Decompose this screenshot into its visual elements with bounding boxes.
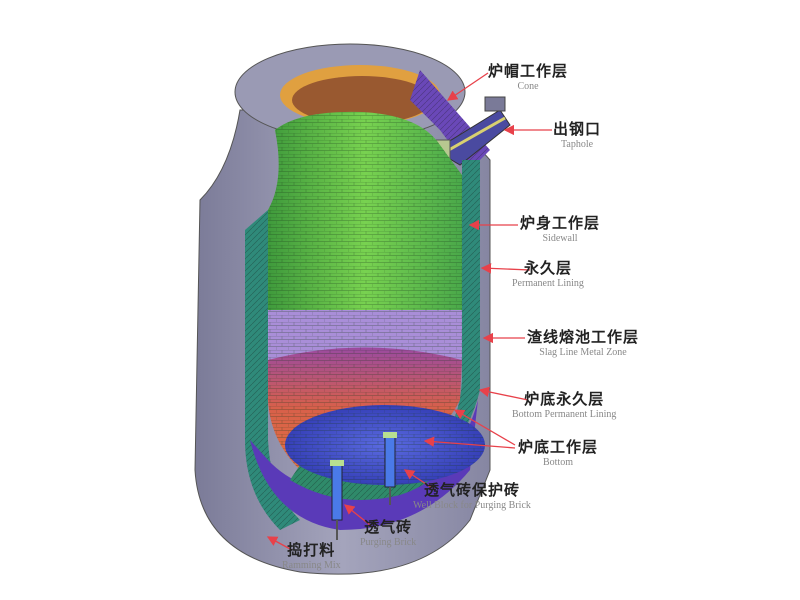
arrow-ramming-mix (266, 536, 293, 551)
arrow-well-block (403, 469, 433, 489)
arrow-permanent (480, 263, 531, 274)
label-taphole: 出钢口 Taphole (553, 122, 601, 150)
label-bottom: 炉底工作层 Bottom (518, 440, 598, 468)
label-en: Ramming Mix (282, 560, 341, 571)
label-en: Sidewall (542, 233, 578, 244)
label-en: Bottom (543, 457, 574, 468)
callout-arrows (266, 72, 552, 551)
purging-brick (384, 436, 396, 488)
label-zh: 炉底工作层 (518, 438, 599, 456)
arrow-cone (446, 72, 489, 101)
label-well-block: 透气砖保护砖 Well Block for Purging Brick (413, 483, 531, 511)
bottom-permanent-lining (250, 400, 478, 530)
label-en: Well Block for Purging Brick (413, 500, 531, 511)
label-zh: 出钢口 (553, 120, 602, 138)
label-zh: 渣线熔池工作层 (527, 328, 640, 346)
arrow-bottom-permanent (478, 386, 529, 401)
label-zh: 炉帽工作层 (488, 62, 569, 80)
label-en: Bottom Permanent Lining (512, 409, 617, 420)
label-zh: 永久层 (523, 259, 572, 277)
label-purging-brick: 透气砖 Purging Brick (360, 520, 416, 548)
label-permanent-lining: 永久层 Permanent Lining (512, 261, 584, 289)
arrow-bottom-2 (423, 436, 516, 449)
label-cone: 炉帽工作层 Cone (488, 64, 568, 92)
label-en: Permanent Lining (512, 278, 584, 289)
label-en: Cone (517, 81, 539, 92)
label-zh: 炉底永久层 (524, 390, 605, 408)
label-en: Slag Line Metal Zone (539, 347, 627, 358)
label-zh: 透气砖保护砖 (423, 481, 520, 499)
arrow-bottom-1 (453, 409, 516, 446)
label-sidewall: 炉身工作层 Sidewall (520, 216, 600, 244)
label-en: Taphole (560, 139, 594, 150)
label-zh: 透气砖 (364, 518, 413, 536)
label-bottom-permanent: 炉底永久层 Bottom Permanent Lining (512, 392, 616, 420)
arrow-purging-brick (343, 504, 371, 526)
label-zh: 捣打料 (287, 541, 336, 559)
label-slag-line: 渣线熔池工作层 Slag Line Metal Zone (527, 330, 639, 358)
label-zh: 炉身工作层 (520, 214, 601, 232)
label-en: Purging Brick (360, 537, 417, 548)
purging-brick (331, 464, 343, 521)
label-ramming-mix: 捣打料 Ramming Mix (282, 543, 341, 571)
